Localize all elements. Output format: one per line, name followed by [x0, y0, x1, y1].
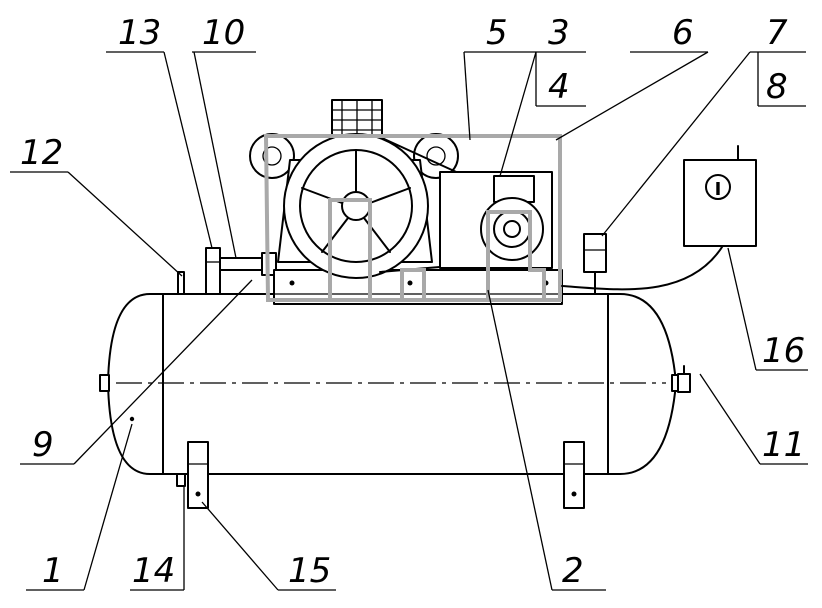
power-cable [561, 243, 725, 291]
switch-symbol: I [715, 179, 722, 200]
pressure-switch [583, 233, 607, 295]
callout-11: 11 [762, 425, 805, 465]
callout-1: 1 [42, 551, 64, 591]
callout-6: 6 [672, 13, 694, 53]
safety-valve [177, 271, 185, 295]
outlet-valve [677, 365, 691, 393]
callout-8: 8 [766, 67, 788, 107]
callout-12: 12 [20, 133, 63, 173]
electric-motor [439, 171, 553, 269]
callout-labels: 13 10 5 3 4 6 7 8 12 9 11 16 1 14 15 2 [20, 13, 805, 591]
flywheel [283, 133, 429, 279]
callout-9: 9 [32, 425, 54, 465]
callout-10: 10 [202, 13, 245, 53]
leader-lines [10, 51, 808, 591]
callout-2: 2 [562, 551, 584, 591]
callout-4: 4 [548, 67, 570, 107]
control-box: I [683, 145, 757, 247]
callout-5: 5 [486, 13, 508, 53]
tank-feet [187, 441, 585, 509]
callout-14: 14 [132, 551, 175, 591]
check-valve [205, 247, 221, 295]
callout-3: 3 [548, 13, 570, 53]
callout-15: 15 [288, 551, 331, 591]
receiver-tank [99, 293, 681, 475]
callout-13: 13 [118, 13, 161, 53]
callout-7: 7 [766, 13, 788, 53]
callout-16: 16 [762, 331, 805, 371]
drain-valve [176, 473, 186, 487]
belt-guard [263, 134, 562, 302]
